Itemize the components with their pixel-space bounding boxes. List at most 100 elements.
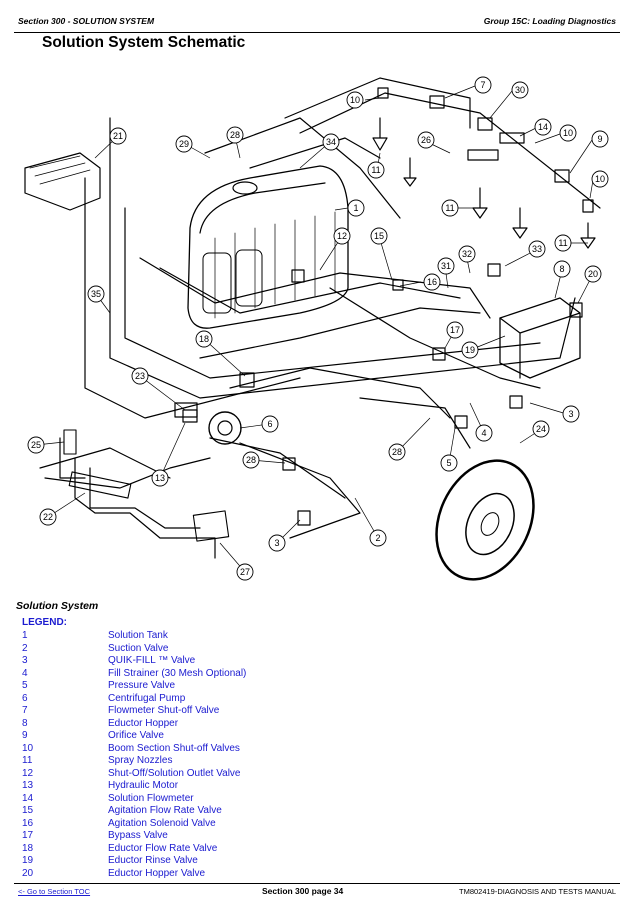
hydraulic-line [44, 457, 211, 489]
hose-line [299, 92, 601, 209]
svg-text:30: 30 [515, 85, 525, 95]
callout: 10 [591, 170, 609, 188]
callout: 12 [333, 227, 351, 245]
svg-text:33: 33 [532, 244, 542, 254]
hose-line [239, 442, 361, 539]
svg-text:23: 23 [135, 371, 145, 381]
svg-text:21: 21 [113, 131, 123, 141]
component-22 [68, 471, 132, 499]
hose-line [139, 257, 491, 319]
hose-line [229, 367, 451, 419]
callout: 1 [347, 199, 365, 217]
svg-text:11: 11 [558, 238, 567, 248]
callout: 31 [437, 257, 455, 275]
eductor-hopper [499, 297, 581, 379]
svg-text:18: 18 [199, 334, 209, 344]
callout: 25 [27, 436, 45, 454]
hydraulic-line [74, 457, 216, 559]
manual-title: TM802419-DIAGNOSIS AND TESTS MANUAL [459, 887, 616, 896]
svg-text:31: 31 [441, 261, 451, 271]
callout: 3 [562, 405, 580, 423]
section-label: Section 300 - SOLUTION SYSTEM [18, 16, 155, 26]
callout: 5 [440, 454, 458, 472]
callout: 4 [475, 424, 493, 442]
callout: 23 [131, 367, 149, 385]
svg-text:11: 11 [445, 203, 454, 213]
callout: 28 [242, 451, 260, 469]
hose-line [109, 117, 576, 399]
svg-text:29: 29 [179, 139, 189, 149]
hose-line [84, 177, 301, 419]
callout: 35 [87, 285, 105, 303]
svg-text:24: 24 [536, 424, 546, 434]
svg-text:10: 10 [595, 174, 605, 184]
svg-text:32: 32 [462, 249, 472, 259]
svg-text:34: 34 [326, 137, 336, 147]
svg-text:6: 6 [267, 419, 272, 429]
callout: 32 [458, 245, 476, 263]
group-label: Group 15C: Loading Diagnostics [483, 16, 616, 26]
svg-text:19: 19 [465, 345, 475, 355]
svg-text:25: 25 [31, 440, 41, 450]
callout: 28 [388, 443, 406, 461]
callout: 11 [441, 199, 459, 217]
callout: 16 [423, 273, 441, 291]
svg-text:17: 17 [450, 325, 460, 335]
svg-text:13: 13 [155, 473, 165, 483]
callout: 34 [322, 133, 340, 151]
hydraulic-line [39, 447, 171, 479]
callout: 18 [195, 330, 213, 348]
svg-text:20: 20 [588, 269, 598, 279]
hose-line [209, 437, 346, 499]
legend-heading: LEGEND: [22, 617, 67, 628]
svg-text:15: 15 [374, 231, 384, 241]
section-toc-link[interactable]: <- Go to Section TOC [18, 887, 91, 896]
hydraulic-line [59, 437, 86, 479]
svg-text:9: 9 [597, 134, 602, 144]
callout: 9 [591, 130, 609, 148]
hose-line [329, 287, 541, 389]
callout: 8 [553, 260, 571, 278]
svg-text:1: 1 [353, 203, 358, 213]
callout: 29 [175, 135, 193, 153]
svg-text:7: 7 [480, 80, 485, 90]
hose-line [284, 77, 471, 129]
solution-system-schematic: 10 7 30 14 10 9 21 29 28 34 26 11 10 1 1… [24, 76, 609, 581]
callout: 10 [559, 124, 577, 142]
wheel-tire [435, 459, 535, 581]
callout: 10 [346, 91, 364, 109]
svg-text:11: 11 [371, 165, 380, 175]
callout: 7 [474, 76, 492, 94]
svg-text:14: 14 [538, 122, 548, 132]
callout: 26 [417, 131, 435, 149]
callout: 11 [554, 234, 572, 252]
hose-line [249, 137, 381, 169]
svg-text:10: 10 [563, 128, 573, 138]
callout: 2 [369, 529, 387, 547]
svg-text:4: 4 [481, 428, 486, 438]
svg-text:5: 5 [446, 458, 451, 468]
svg-text:28: 28 [246, 455, 256, 465]
callout: 33 [528, 240, 546, 258]
callout: 21 [109, 127, 127, 145]
svg-text:27: 27 [240, 567, 250, 577]
callout: 3 [268, 534, 286, 552]
callout: 19 [461, 341, 479, 359]
hydraulic-block [24, 152, 101, 211]
page-header: Section 300 - SOLUTION SYSTEM Group 15C:… [14, 12, 620, 33]
component-25 [63, 429, 77, 455]
svg-text:28: 28 [230, 130, 240, 140]
